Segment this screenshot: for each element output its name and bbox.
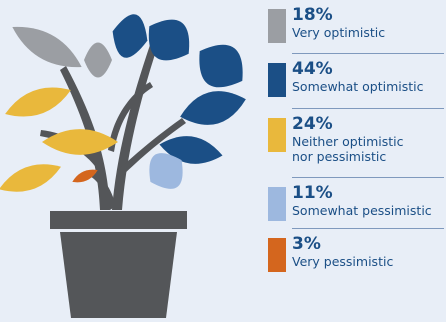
leaf-2-1: [42, 129, 118, 155]
leaf-0-1: [84, 42, 112, 78]
legend-category-label: Very pessimistic: [292, 254, 394, 269]
leaf-1-1: [148, 19, 190, 61]
plant-stems: [40, 45, 186, 210]
legend-entry: 3%Very pessimistic: [266, 231, 444, 277]
leaf-1-3: [180, 91, 246, 125]
leaf-2-0: [5, 87, 71, 117]
legend-category-label: Somewhat pessimistic: [292, 203, 432, 218]
legend-category-label: Somewhat optimistic: [292, 79, 424, 94]
legend-swatch: [268, 238, 286, 272]
legend-entry: 24%Neither optimistic nor pessimistic: [266, 111, 444, 177]
leaf-4-0: [72, 169, 98, 183]
legend-value-label: 18%: [292, 5, 333, 25]
plant-pot: [50, 211, 187, 318]
leaf-1-0: [112, 14, 148, 58]
leaf-1-2: [199, 44, 243, 88]
legend-swatch: [268, 9, 286, 43]
legend-divider: [292, 53, 444, 54]
legend-value-label: 11%: [292, 183, 333, 203]
leaf-1-4: [159, 136, 223, 164]
plant-pictogram: [0, 14, 246, 318]
legend-divider: [292, 108, 444, 109]
leaf-0-0: [12, 26, 82, 68]
legend-entry: 44%Somewhat optimistic: [266, 56, 444, 108]
legend-entry: 18%Very optimistic: [266, 2, 444, 54]
legend-divider: [292, 177, 444, 178]
plant-leaves: [0, 14, 246, 192]
leaf-3-0: [149, 153, 183, 189]
legend-swatch: [268, 63, 286, 97]
legend-swatch: [268, 118, 286, 152]
legend-value-label: 24%: [292, 114, 333, 134]
legend-swatch: [268, 187, 286, 221]
legend-value-label: 3%: [292, 234, 321, 254]
legend-category-label: Neither optimistic nor pessimistic: [292, 134, 404, 164]
legend-entry: 11%Somewhat pessimistic: [266, 180, 444, 228]
legend-divider: [292, 228, 444, 229]
legend-value-label: 44%: [292, 59, 333, 79]
legend-category-label: Very optimistic: [292, 25, 386, 40]
leaf-2-2: [0, 164, 62, 192]
